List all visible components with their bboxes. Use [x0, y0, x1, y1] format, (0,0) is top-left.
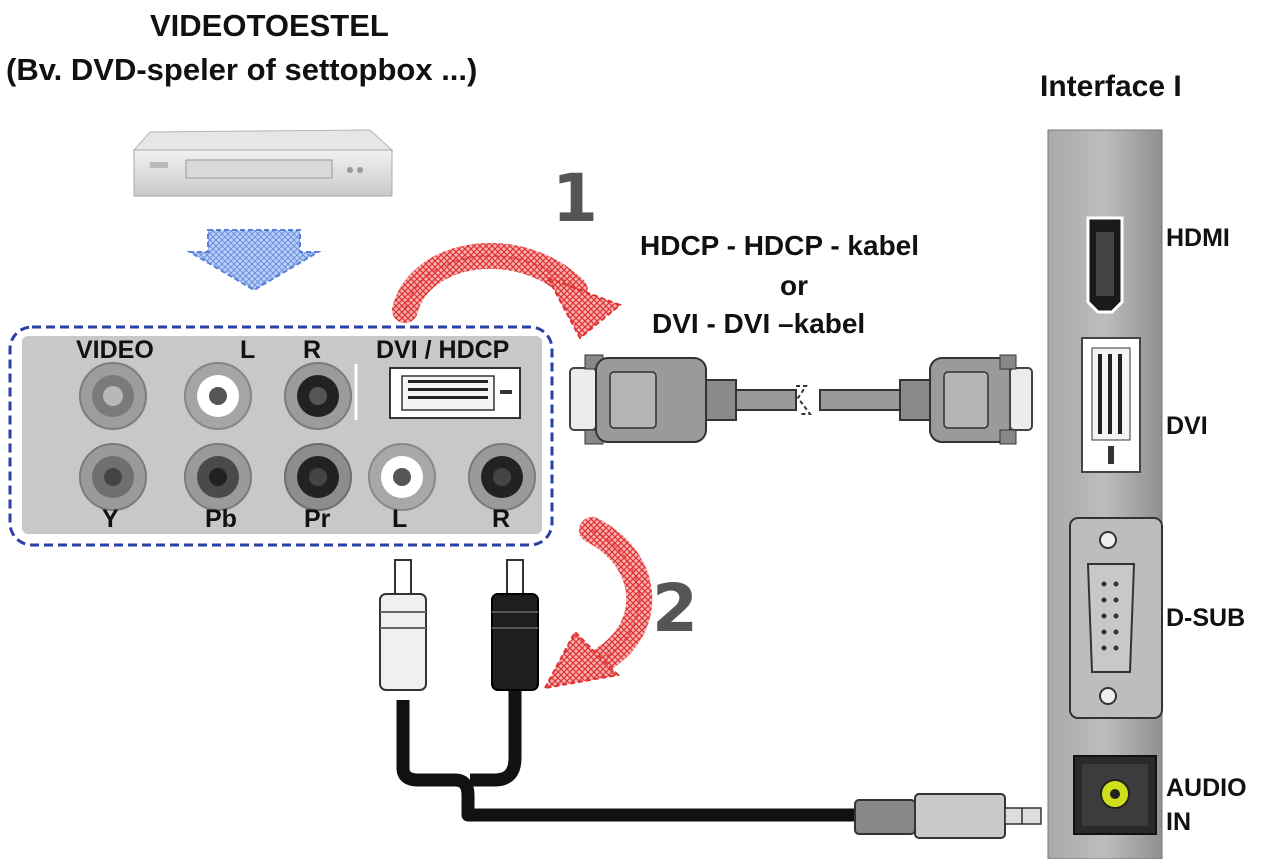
port-label-dvi: DVI: [1166, 412, 1208, 440]
dvi-hdcp-port-icon: [389, 367, 521, 419]
label-r-bottom: R: [492, 505, 511, 533]
cable-label-line2: DVI - DVI –kabel: [652, 308, 866, 339]
audio-l-jack-icon: [184, 362, 252, 430]
device-subtitle: (Bv. DVD-speler of settopbox ...): [6, 52, 478, 87]
audio-r-jack-icon: [284, 362, 352, 430]
step-number-1: 1: [552, 160, 598, 237]
dsub-port-icon: [1069, 517, 1163, 719]
dvi-port-icon: [1081, 337, 1141, 473]
hdmi-port-icon: [1086, 216, 1124, 314]
label-l-top: L: [240, 336, 256, 364]
port-label-in: IN: [1166, 808, 1191, 836]
arrow-down-icon: [186, 229, 322, 292]
cable-label-line1: HDCP - HDCP - kabel: [640, 230, 920, 261]
label-dvi-hdcp: DVI / HDCP: [376, 336, 510, 364]
label-video: VIDEO: [76, 336, 154, 364]
pb-jack-icon: [184, 443, 252, 511]
port-label-dsub: D-SUB: [1166, 604, 1246, 632]
label-l-bottom: L: [392, 505, 408, 533]
label-r-top: R: [303, 336, 322, 364]
red-curved-arrow-2-icon: [543, 517, 653, 690]
label-pb: Pb: [205, 505, 237, 533]
port-label-audio: AUDIO: [1166, 774, 1247, 802]
red-curved-arrow-1-icon: [392, 242, 622, 340]
audio-in-port-icon: [1073, 755, 1157, 835]
step-number-2: 2: [652, 570, 698, 647]
interface-title: Interface I: [1040, 70, 1182, 103]
cable-label-or: or: [780, 270, 808, 301]
video-jack-icon: [79, 362, 147, 430]
device-title: VIDEOTOESTEL: [150, 8, 389, 43]
label-y: Y: [102, 505, 119, 533]
audio-l-out-jack-icon: [368, 443, 436, 511]
y-jack-icon: [79, 443, 147, 511]
port-label-hdmi: HDMI: [1166, 224, 1230, 252]
pr-jack-icon: [284, 443, 352, 511]
dvi-cable-icon: [569, 354, 1033, 445]
rca-audio-cable-icon: [379, 559, 1042, 839]
dvd-player-icon: [132, 129, 394, 197]
audio-r-out-jack-icon: [468, 443, 536, 511]
label-pr: Pr: [304, 505, 331, 533]
